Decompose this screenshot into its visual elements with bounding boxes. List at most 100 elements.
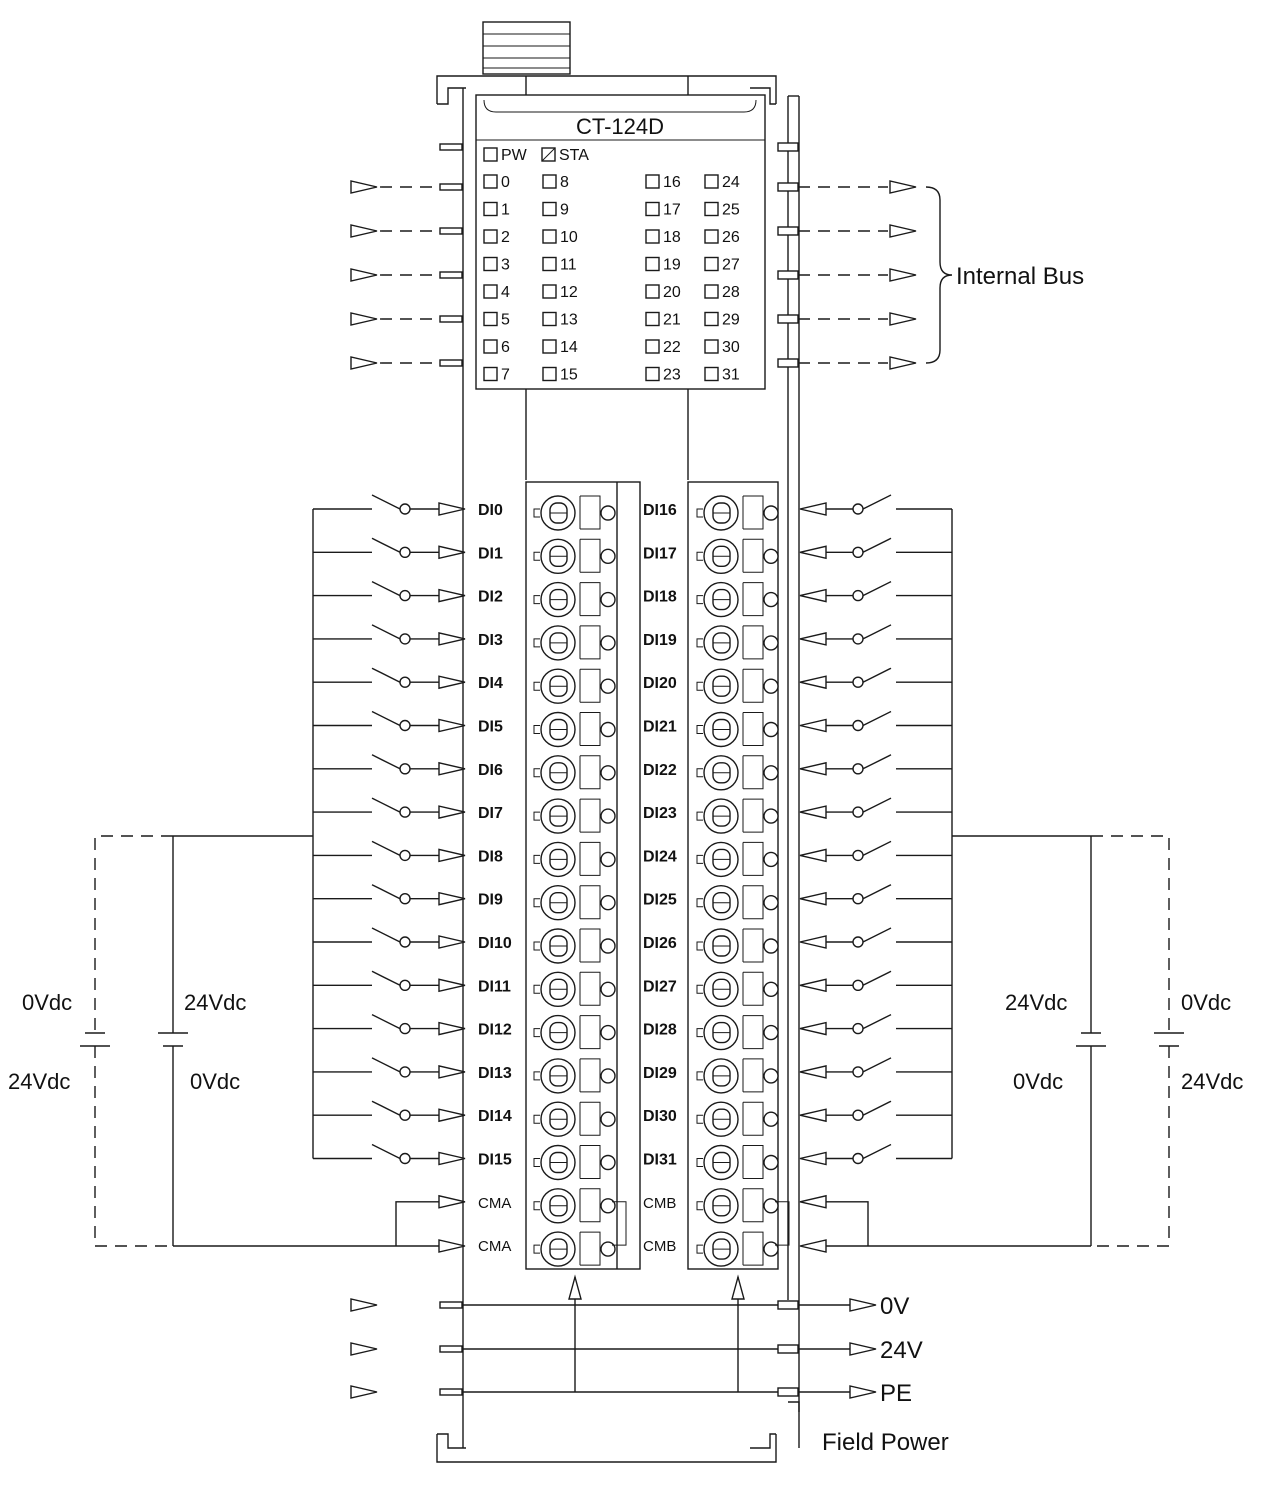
input-arrow-icon [799, 632, 827, 646]
alt-supply-left [94, 1046, 173, 1247]
terminal: DI9 [478, 885, 616, 921]
terminal-label: DI3 [478, 632, 503, 649]
terminal-label: DI30 [643, 1108, 677, 1125]
input-arrow-icon [799, 718, 827, 733]
terminal-label: DI18 [643, 589, 677, 606]
terminal: DI27 [643, 971, 779, 1007]
terminal: DI20 [643, 668, 779, 704]
led-icon [542, 229, 557, 244]
switch-input-right [799, 1057, 952, 1079]
led-icon [483, 147, 498, 162]
bus-in-arrow-icon [350, 180, 378, 194]
cma-bridge [612, 1201, 627, 1246]
channel-led-label: 15 [560, 367, 578, 384]
channel-led-label: 8 [560, 174, 569, 191]
terminal-label: DI1 [478, 545, 503, 562]
channel-leds: 0123456789101112131415161718192021222324… [483, 174, 740, 384]
power-in-arrow-icon [350, 1342, 378, 1356]
input-arrow-icon [799, 1065, 827, 1079]
channel-led-label: 31 [722, 367, 740, 384]
bus-pin-left [439, 271, 463, 279]
power-pin-right [777, 1387, 799, 1397]
switch-input-right [799, 710, 952, 733]
input-arrow-icon [799, 588, 827, 603]
led-icon [542, 174, 557, 189]
bus-in-arrow-icon [350, 356, 378, 370]
terminal-label: DI31 [643, 1152, 677, 1169]
channel-led-label: 0 [501, 174, 510, 191]
contact-icon [399, 806, 411, 818]
channel-led-label: 27 [722, 257, 740, 274]
bus-pin-left [439, 183, 463, 191]
channel-led-label: 4 [501, 284, 510, 301]
channel-led-label: 3 [501, 257, 510, 274]
switch-input-right [799, 1100, 952, 1123]
terminal-label: DI15 [478, 1152, 512, 1169]
switch-input-left [313, 624, 466, 646]
terminal-block-left [525, 481, 641, 1270]
channel-led-label: 30 [722, 339, 740, 356]
switch-input-right [799, 1013, 952, 1036]
left-field-wiring [80, 494, 466, 1253]
left-solid-supply-lower: 0Vdc [190, 1069, 240, 1094]
input-arrow-icon [799, 675, 827, 690]
cmb-link [826, 1201, 869, 1246]
switch-input-left [313, 970, 466, 993]
pe-arrow-icon [568, 1274, 582, 1300]
input-arrow-icon [799, 805, 827, 819]
internal-bus-brace [925, 186, 953, 364]
bus-pin-right [777, 314, 799, 324]
input-arrow-icon [799, 502, 827, 516]
power-pin-right [777, 1300, 799, 1310]
input-arrow-icon [438, 718, 466, 733]
bus-out-arrow-icon [889, 268, 917, 282]
power-in-arrow-icon [350, 1298, 378, 1312]
led-icon [483, 229, 498, 244]
input-arrow-icon [799, 848, 827, 863]
terminal-label: DI25 [643, 892, 677, 909]
terminal: DI22 [643, 755, 779, 791]
bus-in-arrow-icon [350, 268, 378, 282]
contact-icon [399, 719, 411, 732]
input-arrow-icon [438, 1021, 466, 1036]
channel-led-label: 20 [663, 284, 681, 301]
contact-icon [852, 503, 864, 515]
bus-pin-left [439, 227, 463, 235]
status-led-label: PW [501, 147, 528, 164]
terminal: DI28 [643, 1014, 779, 1051]
terminal: DI3 [478, 625, 616, 661]
contact-icon [399, 546, 411, 558]
channel-led-label: 25 [722, 202, 740, 219]
terminal-label: DI23 [643, 805, 677, 822]
contact-icon [399, 849, 411, 862]
switch-input-left [313, 1057, 466, 1079]
switch-input-right [799, 884, 952, 906]
input-arrow-icon [438, 545, 466, 560]
channel-led-label: 12 [560, 284, 578, 301]
cmb-bridge [775, 1201, 790, 1246]
switch-input-left [313, 927, 466, 949]
led-icon [704, 366, 719, 382]
channel-led-label: 21 [663, 312, 681, 329]
terminal: DI7 [478, 798, 616, 834]
led-icon [645, 339, 660, 354]
input-arrow-icon [438, 502, 466, 516]
left-solid-supply-upper: 24Vdc [184, 990, 246, 1015]
led-icon [483, 284, 498, 299]
terminal: DI0 [478, 495, 616, 531]
terminal-label: DI4 [478, 675, 503, 692]
input-arrow-icon [438, 935, 466, 949]
input-arrow-icon [438, 978, 466, 993]
terminal-label: DI6 [478, 762, 503, 779]
cma-arrow-icon [438, 1239, 466, 1253]
terminal: CMA [478, 1188, 616, 1224]
channel-led-label: 17 [663, 202, 681, 219]
power-out-arrow-icon [849, 1385, 877, 1399]
contact-icon [852, 849, 864, 862]
channel-led-label: 10 [560, 229, 578, 246]
terminal-label: DI28 [643, 1022, 677, 1039]
terminal-label: DI14 [478, 1108, 512, 1125]
terminal: DI5 [478, 711, 616, 748]
